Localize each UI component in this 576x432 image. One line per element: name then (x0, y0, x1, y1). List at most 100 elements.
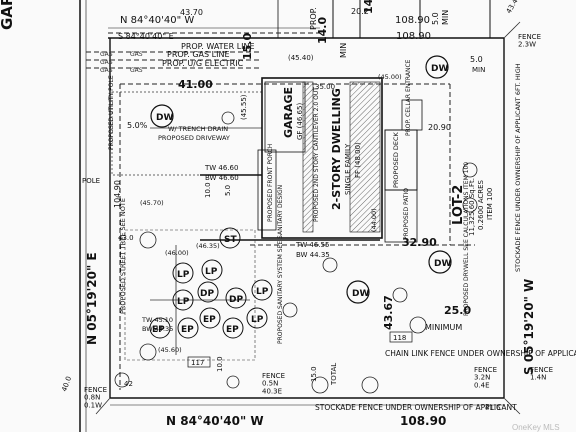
pole-label: POLE (82, 177, 100, 185)
trees (114, 111, 478, 394)
dim-45-55: (45.55) (240, 94, 248, 120)
septic-lp-1: LP (177, 270, 190, 280)
lot-title: LOT-2 (451, 185, 466, 225)
tw-label-2: TW 46.55 (295, 241, 329, 249)
garage-gf: GF (46.65) (296, 103, 304, 140)
setback-lines (119, 83, 475, 390)
left-depth-104: 104.90 (113, 180, 122, 208)
svg-text:GAS: GAS (100, 51, 113, 58)
drywell-1-label: DW (156, 113, 173, 123)
dim-45-40: (45.40) (288, 54, 314, 62)
street-name-partial: GAR (0, 0, 16, 30)
dim-20-90: 20.90 (428, 123, 451, 132)
dim-top-5: 5.0 (431, 12, 440, 25)
right-bearing: S 05°19'20" W (522, 279, 536, 375)
porch-label: PROPOSED FRONT PORCH (267, 144, 274, 222)
driveway-label: PROPOSED DRIVEWAY (158, 134, 230, 142)
dim-top-5b-min: MIN (472, 66, 485, 74)
trench-drain-label: W/ TRENCH DRAIN (168, 125, 228, 133)
drywell-2-label: DW (431, 64, 448, 74)
ff-label: FF (48.00) (354, 142, 362, 178)
septic-design: PROPOSED SANITARY SYSTEM SEE SANITARY DE… (277, 185, 284, 344)
house-footprint (200, 77, 423, 243)
dim-41-6: 41.6 (485, 404, 501, 412)
driveway-grade: 5.0% (127, 121, 148, 130)
svg-text:GAS: GAS (100, 67, 113, 74)
tw-label-1: TW 46.60 (204, 164, 238, 172)
utility-pole-label: PROPOSED UTILITY POLE (108, 75, 115, 150)
dim-45-00: (45.00) (378, 73, 402, 81)
bottom-width: 108.90 (400, 414, 446, 428)
lot-area-acres: 0.2600 ACRES (477, 179, 485, 230)
septic-lp-5: LP (205, 267, 218, 277)
dim-5-0-top: 5.0 (224, 185, 232, 196)
septic-45-60: (45.60) (158, 346, 182, 354)
electric-label: PROP. U/G ELECTRIC (162, 59, 244, 68)
dim-left-43: 43.0 (118, 234, 134, 242)
drywell-4 (346, 280, 370, 304)
dim-10-0-top: 10.0 (204, 182, 212, 198)
left-width-41: 41.00 (178, 78, 213, 91)
dim-25: 25.0 (444, 304, 471, 317)
dim-left-40: 40.0 (60, 375, 73, 392)
septic-st: ST (224, 235, 237, 245)
septic-dp-2: DP (229, 295, 243, 305)
left-bearing: N 05°19'20" E (85, 252, 99, 345)
septic-ep-1: EP (152, 325, 165, 335)
dwelling-label: 2-STORY DWELLING (330, 88, 343, 210)
top-street-bearing: N 84°40'40" W (120, 15, 194, 26)
chain-link-note: CHAIN LINK FENCE UNDER OWNERSHIP OF APPL… (385, 349, 576, 358)
dim-top-5b: 5.0 (470, 55, 483, 64)
dim-top-14-2: 14. (362, 0, 375, 14)
minimum-label: MINIMUM (425, 323, 462, 332)
septic-dp-1: DP (200, 289, 214, 299)
dim-top-15: 15.0 (241, 33, 254, 60)
cellar-label: PROP. CELLAR ENTRANCE (405, 59, 412, 136)
gas-line-label: PROP. GAS LINE (167, 50, 230, 59)
lot-item: ITEM 100 (486, 188, 494, 220)
dim-43-67: 43.67 (382, 295, 395, 330)
septic-field (124, 229, 256, 361)
septic-components (149, 227, 273, 339)
dim-top-14: 14.0 (316, 17, 329, 44)
bw-label-1: BW 46.60 (205, 174, 239, 182)
dim-32-90: 32.90 (402, 236, 437, 249)
svg-text:GAS: GAS (100, 59, 113, 66)
septic-lp-4: LP (256, 287, 269, 297)
lot-area-sqft: 11,325.60 Sq.Ft. (468, 178, 476, 236)
top-prop-label: PROP. (309, 7, 318, 30)
watermark: OneKey MLS (512, 423, 560, 432)
dim-top-min: MIN (339, 43, 348, 58)
bottom-bearing: N 84°40'40" W (166, 414, 264, 428)
fence-top-right-num: 43.4 (505, 0, 520, 15)
top-lot-bearing: S 84°40'40" E (118, 32, 174, 41)
septic-tw: TW 45.10 (141, 316, 173, 324)
dim-35: 35.00 (315, 83, 335, 91)
dim-top-5-min: MIN (441, 10, 450, 25)
dim-bottom-15: 15.0 (310, 366, 318, 382)
dim-top-20-2: 20.2 (351, 7, 369, 16)
box-117: 117 (191, 359, 204, 367)
septic-45-70: (45.70) (140, 199, 164, 207)
right-fence-note: STOCKADE FENCE UNDER OWNERSHIP OF APPLIC… (514, 63, 522, 272)
septic-46-35: (46.35) (196, 242, 220, 250)
garage-label: GARAGE (282, 87, 295, 138)
box-118: 118 (393, 334, 406, 342)
drywell-1 (150, 104, 174, 128)
street-tree-label: PROPOSED STREET TREE SEE NOTE (119, 198, 127, 314)
bottom-fence-note: STOCKADE FENCE UNDER OWNERSHIP OF APPLIC… (315, 403, 517, 412)
svg-text:GAS: GAS (130, 67, 143, 74)
drywell-3 (428, 250, 452, 274)
svg-text:GAS: GAS (130, 51, 143, 58)
drywells (150, 55, 452, 304)
septic-ep-2: EP (203, 315, 216, 325)
property-lines (79, 0, 521, 432)
deck-label: PROPOSED DECK (392, 131, 400, 188)
dim-bottom-10: 10.0 (216, 356, 224, 372)
top-width-2b: 108.90 (396, 31, 431, 42)
